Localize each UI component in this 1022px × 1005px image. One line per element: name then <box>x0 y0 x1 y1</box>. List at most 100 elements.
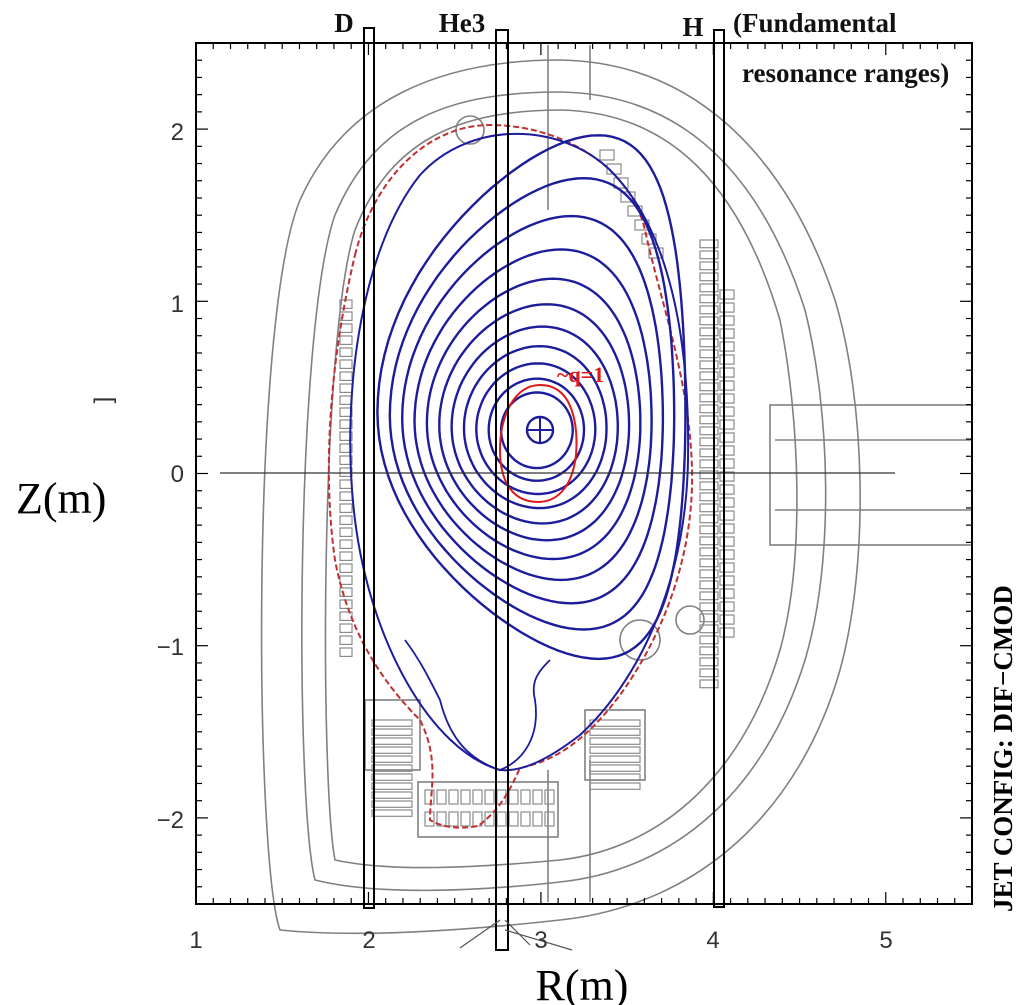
projection-line <box>459 919 501 949</box>
resonance-bands <box>363 27 725 951</box>
limiter-tile <box>339 635 353 645</box>
limiter-tile <box>589 764 641 772</box>
outer-vessel-outline <box>260 59 861 935</box>
limiter-tile <box>699 679 719 689</box>
resonance-band-he3 <box>495 29 509 951</box>
limiter-tile <box>339 371 353 381</box>
y-axis-title: Z(m) <box>16 474 106 523</box>
q1-surface <box>498 383 578 504</box>
limiter-tile <box>719 497 735 508</box>
divertor-tile <box>520 811 531 827</box>
limiter-tile <box>339 551 353 561</box>
limiter-tile <box>699 327 719 337</box>
flux-surface <box>425 277 642 561</box>
limiter-tile <box>699 525 719 535</box>
flux-surface <box>487 377 586 482</box>
divertor-tile <box>484 811 495 827</box>
limiter-tile <box>699 250 719 260</box>
axis-ticks <box>195 42 973 905</box>
limiter-tile <box>371 728 413 736</box>
limiter-tile <box>699 393 719 403</box>
limiter-tile <box>339 527 353 537</box>
limiter-tile <box>589 728 641 736</box>
limiter-tile <box>699 580 719 590</box>
divertor-tile <box>508 789 519 805</box>
projection-line <box>504 929 573 951</box>
limiter-tile <box>589 782 641 790</box>
divertor-tile <box>460 811 471 827</box>
limiter-tile <box>339 515 353 525</box>
lower-coil <box>675 605 705 635</box>
limiter-tile <box>719 367 735 378</box>
separatrix <box>349 132 690 772</box>
limiter-tile <box>719 354 735 365</box>
flux-surface <box>400 214 665 605</box>
limiter-tile <box>339 539 353 549</box>
resonance-note-line2: resonance ranges) <box>742 58 949 88</box>
limiter-tile <box>589 773 641 781</box>
limiter-tile <box>699 646 719 656</box>
limiter-tile <box>371 746 413 754</box>
resonance-label-he3: He3 <box>439 8 486 38</box>
y-tick-label: 2 <box>171 119 184 146</box>
limiter-tile <box>339 323 353 333</box>
x-tick-label: 2 <box>362 927 375 954</box>
limiter-tile <box>699 360 719 370</box>
resonance-band-h <box>713 29 725 908</box>
flux-surface <box>413 248 653 582</box>
limiter-tile <box>339 431 353 441</box>
limiter-tile <box>719 562 735 573</box>
x-tick-label: 5 <box>879 927 892 954</box>
limiter-tile <box>699 602 719 612</box>
limiter-tile <box>719 341 735 352</box>
limiter-tile <box>339 407 353 417</box>
limiter-tile <box>699 239 719 249</box>
limiter-tile <box>339 347 353 357</box>
y-tick-label: −2 <box>157 807 184 834</box>
limiter-structures <box>339 149 735 827</box>
limiter-tile <box>371 755 413 763</box>
limiter-tile <box>719 432 735 443</box>
limiter-tile <box>719 419 735 430</box>
limiter-tile <box>719 328 735 339</box>
divertor-tile <box>472 811 483 827</box>
limiter-tile <box>371 737 413 745</box>
limiter-tile <box>699 448 719 458</box>
upper-limiter-tile <box>613 177 629 189</box>
limiter-tile <box>371 719 413 727</box>
limiter-tile <box>699 415 719 425</box>
limiter-tile <box>339 467 353 477</box>
divertor-tile <box>544 789 555 805</box>
limiter-tile <box>719 458 735 469</box>
x-axis-title: R(m) <box>536 961 629 1005</box>
divertor-tile <box>496 811 507 827</box>
divertor-tile <box>436 811 447 827</box>
limiter-tile <box>699 338 719 348</box>
limiter-tile <box>699 426 719 436</box>
divertor-tile <box>532 789 543 805</box>
limiter-tile <box>719 588 735 599</box>
limiter-tile <box>371 773 413 781</box>
limiter-tile <box>339 335 353 345</box>
limiter-tile <box>719 601 735 612</box>
limiter-tile <box>719 510 735 521</box>
limiter-tile <box>699 668 719 678</box>
limiter-tile <box>719 393 735 404</box>
limiter-tile <box>719 471 735 482</box>
limiter-tile <box>719 523 735 534</box>
divertor-tile <box>448 789 459 805</box>
y-tick-label: 1 <box>171 291 184 318</box>
limiter-tile <box>719 406 735 417</box>
limiter-tile <box>719 549 735 560</box>
limiter-tile <box>339 563 353 573</box>
limiter-tile <box>339 623 353 633</box>
limiter-tile <box>719 614 735 625</box>
limiter-tile <box>699 382 719 392</box>
x-tick-label: 1 <box>189 927 202 954</box>
limiter-tile <box>699 283 719 293</box>
lower-coil <box>619 619 661 661</box>
limiter-tile <box>339 383 353 393</box>
limiter-tile <box>719 380 735 391</box>
limiter-tile <box>339 455 353 465</box>
